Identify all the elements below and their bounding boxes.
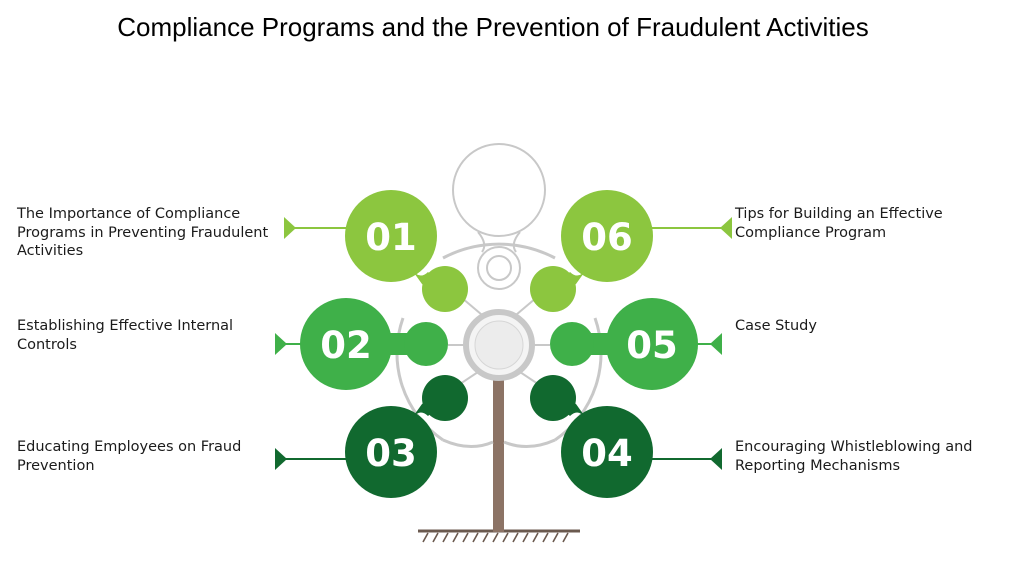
item-label-01: The Importance of Compliance Programs in…: [17, 206, 269, 259]
bulb-05: 05: [550, 298, 698, 390]
bulb-03: 03: [345, 375, 468, 498]
bulb-number: 04: [581, 432, 633, 475]
pointer-01: [284, 217, 346, 239]
top-outline-bulb: [452, 143, 546, 290]
ground: [418, 529, 580, 543]
pointer-02: [275, 333, 302, 355]
page-title: Compliance Programs and the Prevention o…: [117, 12, 869, 42]
bulb-number: 02: [320, 324, 372, 367]
item-label-05: Case Study: [735, 318, 817, 334]
item-label-03: Educating Employees on Fraud Prevention: [17, 439, 242, 474]
bulb-number: 01: [365, 216, 417, 259]
center-hub: [463, 309, 535, 381]
pointer-03: [275, 448, 346, 470]
bulb-06: 06: [530, 190, 653, 312]
bulb-01: 01: [345, 190, 468, 312]
item-label-04: Encouraging Whistleblowing and Reporting…: [735, 439, 973, 474]
pointer-04: [652, 448, 722, 470]
bulb-number: 05: [626, 324, 678, 367]
bulb-number: 03: [365, 432, 417, 475]
item-label-02: Establishing Effective Internal Controls: [17, 318, 234, 353]
pointer-05: [696, 333, 722, 355]
pointer-06: [652, 217, 732, 239]
tree-trunk: [493, 372, 504, 532]
item-label-06: Tips for Building an Effective Complianc…: [735, 206, 943, 241]
bulb-number: 06: [581, 216, 633, 259]
bulb-04: 04: [530, 375, 653, 498]
bulb-02: 02: [300, 298, 448, 390]
